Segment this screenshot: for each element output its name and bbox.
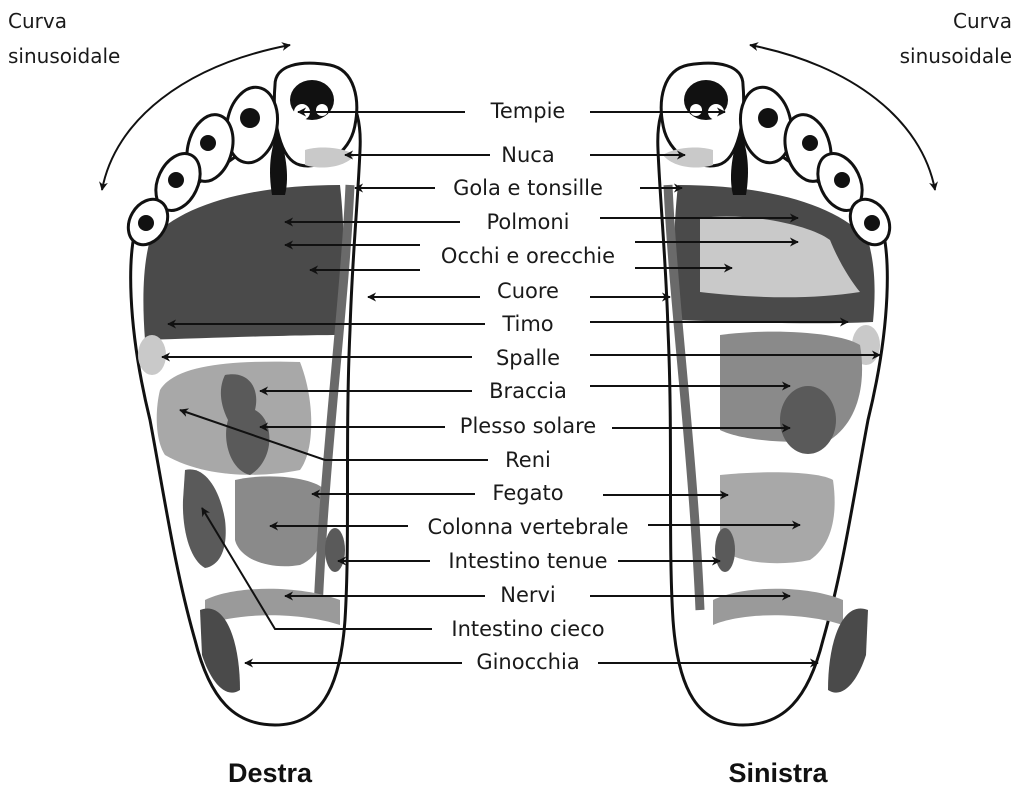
label-nuca: Nuca: [501, 143, 554, 167]
left-foot-title: Sinistra: [728, 758, 828, 787]
label-plesso-solare: Plesso solare: [460, 414, 596, 438]
label-nervi: Nervi: [500, 583, 556, 607]
label-reni: Reni: [505, 448, 551, 472]
left-foot: [656, 61, 892, 727]
right-knee-zone: [200, 608, 240, 693]
right-lung-zone: [143, 185, 345, 340]
curve-arrow-right: [749, 42, 938, 191]
label-tempie: Tempie: [490, 99, 566, 123]
right-shoulder-zone: [138, 335, 166, 375]
left-eye-zone: [700, 216, 860, 298]
left-liver-zone: [720, 472, 835, 564]
label-gola-tonsille: Gola e tonsille: [453, 176, 603, 200]
curve-arrow-left: [99, 42, 291, 191]
right-solar-zone: [220, 374, 270, 475]
label-intestino-cieco: Intestino cieco: [451, 617, 604, 641]
label-cuore: Cuore: [497, 279, 559, 303]
left-solar-zone: [780, 386, 836, 454]
corner-right-line1: Curva: [953, 9, 1012, 33]
label-intestino-tenue: Intestino tenue: [448, 549, 607, 573]
label-occhi-orecchie: Occhi e orecchie: [441, 244, 615, 268]
label-spalle: Spalle: [496, 346, 560, 370]
right-cecum-zone: [182, 469, 226, 568]
label-fegato: Fegato: [492, 481, 563, 505]
label-polmoni: Polmoni: [486, 210, 569, 234]
right-liver-zone: [235, 476, 327, 567]
label-ginocchia: Ginocchia: [476, 650, 579, 674]
right-foot: [126, 61, 362, 727]
corner-right-line2: sinusoidale: [900, 44, 1012, 68]
label-timo: Timo: [501, 312, 553, 336]
organ-labels: Tempie Nuca Gola e tonsille Polmoni Occh…: [427, 99, 628, 674]
leader-arrows-left: [161, 107, 490, 668]
corner-left-line1: Curva: [8, 9, 67, 33]
label-braccia: Braccia: [489, 379, 567, 403]
right-foot-title: Destra: [228, 758, 313, 787]
label-colonna-vertebrale: Colonna vertebrale: [427, 515, 628, 539]
leader-arrows-right: [590, 107, 881, 668]
corner-left-line2: sinusoidale: [8, 44, 120, 68]
left-knee-zone: [828, 608, 868, 693]
